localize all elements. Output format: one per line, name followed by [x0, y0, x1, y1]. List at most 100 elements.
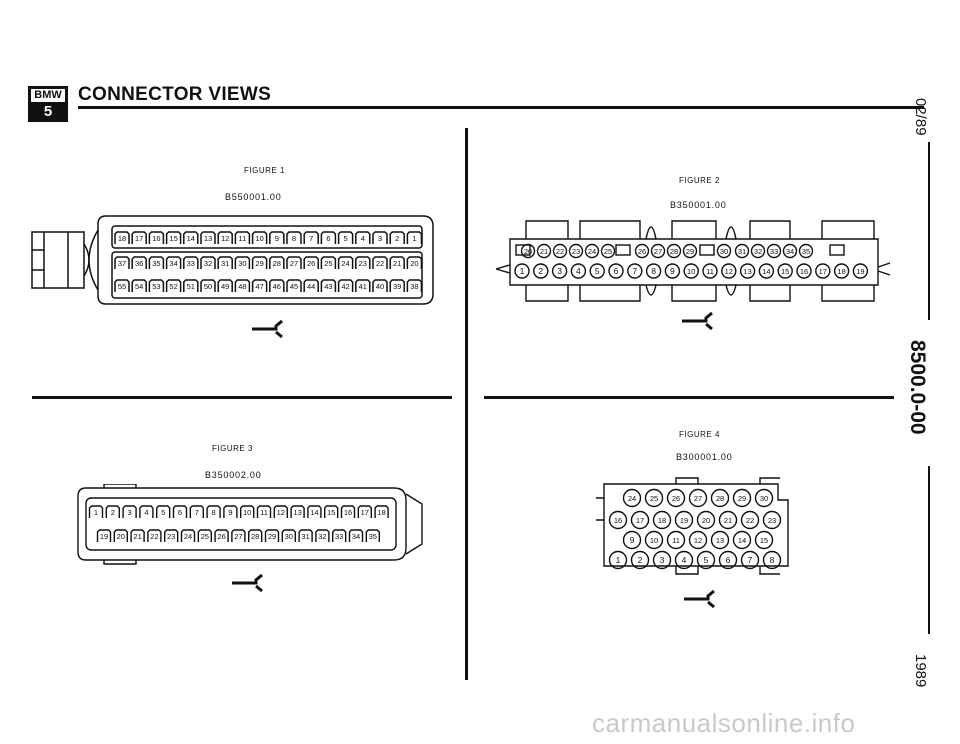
- pin-7: 7: [189, 505, 204, 518]
- pin-17: 17: [815, 263, 831, 279]
- pin-12: 12: [273, 505, 288, 518]
- pin-9: 9: [269, 231, 285, 244]
- svg-text:54: 54: [135, 282, 143, 291]
- pin-2: 2: [389, 231, 405, 244]
- pin-29: 29: [682, 243, 698, 259]
- svg-text:46: 46: [273, 282, 281, 291]
- svg-text:19: 19: [100, 532, 108, 541]
- svg-text:27: 27: [694, 494, 702, 503]
- svg-text:49: 49: [221, 282, 229, 291]
- pin-30: 30: [281, 529, 296, 542]
- svg-text:7: 7: [748, 555, 753, 565]
- svg-text:48: 48: [238, 282, 246, 291]
- svg-text:2: 2: [395, 234, 399, 243]
- pin-11: 11: [666, 530, 686, 550]
- pin-6: 6: [718, 550, 738, 570]
- pin-38: 38: [406, 279, 423, 292]
- pin-12: 12: [721, 263, 737, 279]
- svg-text:6: 6: [614, 266, 619, 276]
- svg-text:36: 36: [135, 259, 143, 268]
- pin-28: 28: [269, 256, 285, 269]
- page-title: CONNECTOR VIEWS: [78, 84, 272, 105]
- pin-19: 19: [852, 263, 869, 279]
- pin-42: 42: [337, 279, 354, 292]
- pin-16: 16: [340, 505, 356, 518]
- figure-3-label: FIGURE 3: [212, 444, 253, 453]
- pin-39: 39: [389, 279, 405, 292]
- pin-30: 30: [716, 243, 732, 259]
- pin-19: 19: [96, 529, 112, 542]
- pin-14: 14: [732, 530, 752, 550]
- svg-text:16: 16: [800, 267, 808, 276]
- pin-1: 1: [514, 263, 530, 279]
- figure-1-view-arrow-icon: [252, 320, 283, 339]
- pin-7: 7: [740, 550, 760, 570]
- svg-text:11: 11: [672, 536, 680, 545]
- pin-17: 17: [630, 510, 650, 530]
- svg-text:5: 5: [704, 555, 709, 565]
- pin-13: 13: [290, 505, 305, 518]
- pin-51: 51: [183, 279, 199, 292]
- figure-4-part-number: B300001.00: [676, 452, 733, 462]
- pin-25: 25: [320, 256, 337, 269]
- svg-text:25: 25: [324, 259, 332, 268]
- pin-46: 46: [269, 279, 285, 292]
- pin-13: 13: [200, 231, 216, 244]
- pin-4: 4: [570, 263, 587, 279]
- svg-text:30: 30: [238, 259, 246, 268]
- pin-45: 45: [286, 279, 302, 292]
- svg-text:5: 5: [595, 266, 600, 276]
- pin-16: 16: [796, 263, 812, 279]
- pin-18: 18: [833, 263, 850, 279]
- pin-12: 12: [688, 530, 708, 550]
- svg-text:16: 16: [152, 234, 160, 243]
- svg-text:11: 11: [239, 234, 247, 243]
- pin-5: 5: [696, 550, 716, 570]
- logo-series-text: 5: [43, 103, 53, 120]
- pin-17: 17: [131, 231, 147, 244]
- pin-20: 20: [406, 256, 423, 269]
- svg-text:28: 28: [716, 494, 724, 503]
- svg-text:24: 24: [628, 494, 636, 503]
- svg-text:29: 29: [255, 259, 263, 268]
- pin-24: 24: [180, 529, 196, 542]
- pin-33: 33: [332, 529, 347, 542]
- svg-text:32: 32: [204, 259, 212, 268]
- svg-text:35: 35: [369, 532, 377, 541]
- pin-22: 22: [552, 243, 568, 259]
- svg-text:40: 40: [376, 282, 384, 291]
- pin-28: 28: [666, 243, 682, 259]
- figure-4-view-arrow-icon: [684, 590, 715, 609]
- svg-text:17: 17: [135, 234, 143, 243]
- svg-text:5: 5: [161, 508, 165, 517]
- pin-28: 28: [710, 488, 730, 508]
- svg-text:39: 39: [393, 282, 401, 291]
- svg-text:26: 26: [217, 532, 225, 541]
- pin-15: 15: [165, 231, 182, 244]
- pin-40: 40: [372, 279, 388, 292]
- pin-1: 1: [406, 231, 423, 244]
- pin-16: 16: [608, 510, 628, 530]
- svg-text:18: 18: [837, 267, 845, 276]
- svg-text:8: 8: [770, 555, 775, 565]
- pin-27: 27: [231, 529, 246, 542]
- svg-text:27: 27: [234, 532, 242, 541]
- svg-text:22: 22: [746, 516, 754, 525]
- margin-rule-lower: [928, 466, 930, 634]
- pin-34: 34: [165, 256, 182, 269]
- svg-text:35: 35: [152, 259, 160, 268]
- pin-23: 23: [355, 256, 371, 269]
- pin-25: 25: [197, 529, 212, 542]
- pin-35: 35: [798, 243, 814, 259]
- pin-14: 14: [758, 263, 775, 279]
- vertical-divider: [465, 128, 468, 680]
- svg-text:5: 5: [344, 234, 348, 243]
- page-header: BMW 5 CONNECTOR VIEWS: [28, 84, 924, 124]
- svg-text:51: 51: [187, 282, 195, 291]
- svg-text:27: 27: [290, 259, 298, 268]
- pin-9: 9: [664, 263, 681, 279]
- svg-text:14: 14: [762, 267, 770, 276]
- pin-6: 6: [320, 231, 337, 244]
- svg-text:7: 7: [309, 234, 313, 243]
